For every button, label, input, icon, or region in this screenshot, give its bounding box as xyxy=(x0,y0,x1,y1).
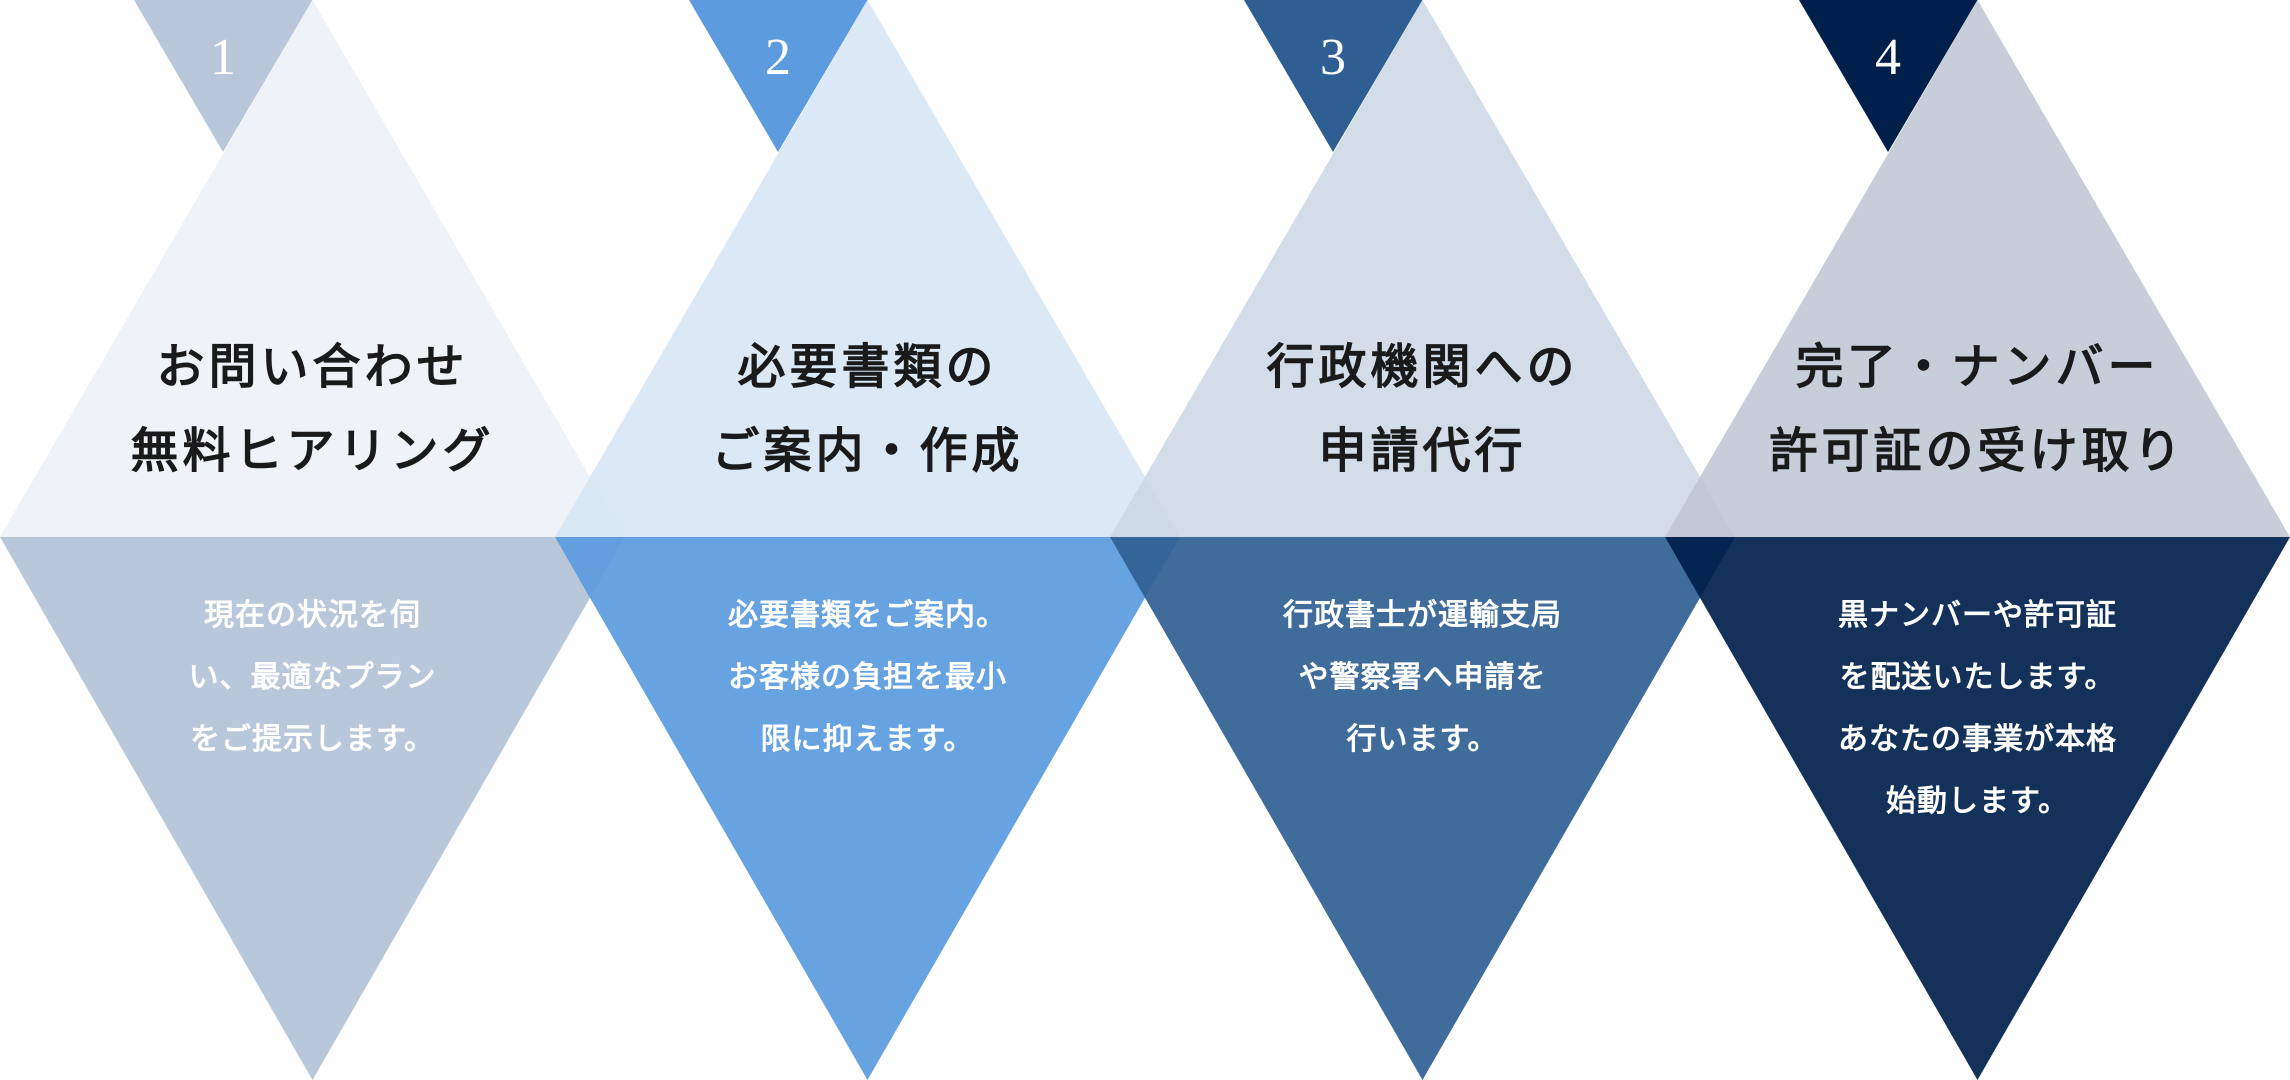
step-title: お問い合わせ 無料ヒアリング xyxy=(130,339,495,479)
step-number: 2 xyxy=(765,29,791,86)
step-number: 3 xyxy=(1320,29,1346,86)
step-title: 完了・ナンバー 許可証の受け取り xyxy=(1769,339,2186,479)
step-2: 2 必要書類の ご案内・作成 必要書類をご案内。 お客様の負担を最小 限に抑えま… xyxy=(555,0,1180,1080)
step-description: 黒ナンバーや許可証 を配送いたします。 あなたの事業が本格 始動します。 xyxy=(1838,598,2117,819)
diamond-bottom-triangle xyxy=(1110,537,1735,1080)
step-description: 現在の状況を伺 い、最適なプラン をご提示します。 xyxy=(188,598,437,757)
number-badge-triangle xyxy=(1799,0,1978,152)
step-description: 行政書士が運輸支局 や警察署へ申請を 行います。 xyxy=(1283,598,1562,757)
diamond-top-triangle xyxy=(555,0,1180,537)
number-badge-triangle xyxy=(689,0,868,152)
step-number: 4 xyxy=(1875,29,1901,86)
step-description: 必要書類をご案内。 お客様の負担を最小 限に抑えます。 xyxy=(728,598,1007,757)
step-title: 行政機関への 申請代行 xyxy=(1266,339,1579,479)
diamond-top-triangle xyxy=(0,0,625,537)
step-title: 必要書類の ご案内・作成 xyxy=(711,339,1024,479)
step-number: 1 xyxy=(210,29,236,86)
number-badge-triangle xyxy=(1244,0,1423,152)
step-3: 3 行政機関への 申請代行 行政書士が運輸支局 や警察署へ申請を 行います。 xyxy=(1110,0,1735,1080)
diamond-bottom-triangle xyxy=(555,537,1180,1080)
step-1: 1 お問い合わせ 無料ヒアリング 現在の状況を伺 い、最適なプラン をご提示しま… xyxy=(0,0,625,1080)
number-badge-triangle xyxy=(134,0,313,152)
diamond-top-triangle xyxy=(1110,0,1735,537)
step-4: 4 完了・ナンバー 許可証の受け取り 黒ナンバーや許可証 を配送いたします。 あ… xyxy=(1665,0,2290,1080)
diamond-top-triangle xyxy=(1665,0,2290,537)
diamond-bottom-triangle xyxy=(0,537,625,1080)
diamond-bottom-triangle xyxy=(1665,537,2290,1080)
